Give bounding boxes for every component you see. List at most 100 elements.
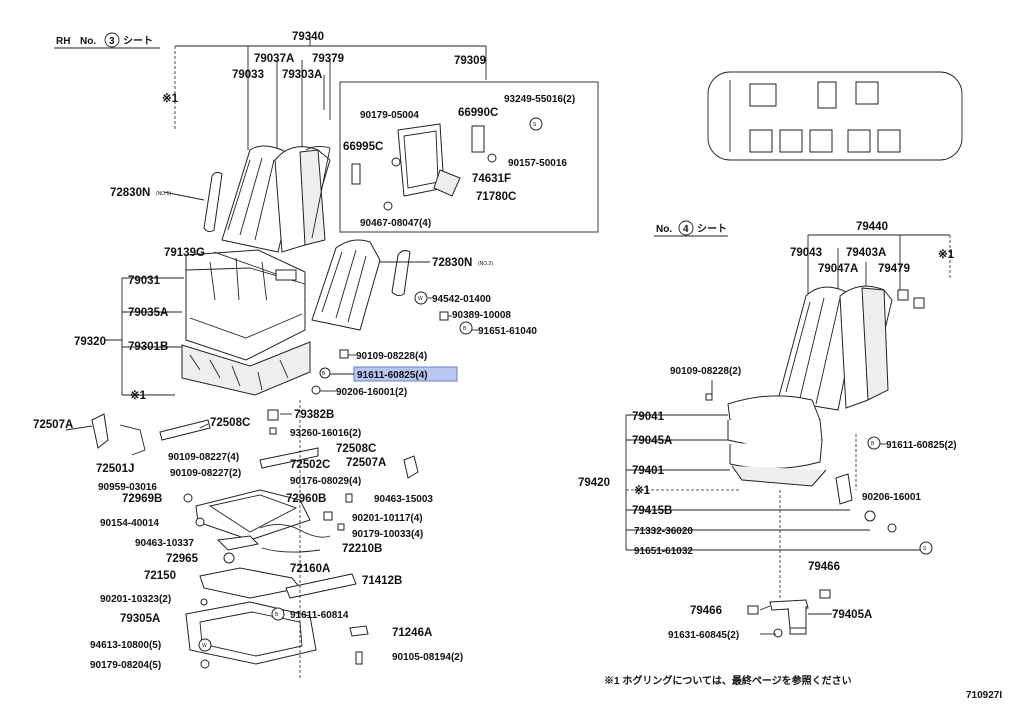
page-code: 710927I (966, 690, 1002, 701)
connector-lines (65, 191, 886, 680)
svg-text:B: B (871, 441, 875, 447)
part-79139g (275, 269, 297, 281)
label-72210b: 72210B (342, 543, 382, 555)
footnote: ※1 ホグリングについては、最終ページを参照ください (604, 674, 852, 687)
label-79466: 79466 (690, 605, 722, 617)
no-label: No. (80, 36, 96, 47)
label-90959: 90959-03016 (98, 482, 157, 493)
seat-back-right (311, 239, 381, 331)
label-91651-61040: 91651-61040 (478, 326, 537, 337)
label-79401: 79401 (632, 465, 665, 477)
label-90179-08204: 90179-08204(5) (90, 660, 161, 671)
seat-4-assembly: B S (705, 234, 951, 555)
seat4-number: 4 (683, 224, 689, 235)
label-79309: 79309 (454, 55, 486, 67)
seat-back-79033 (221, 145, 331, 253)
header-seat-4: No. 4 シート (654, 220, 728, 237)
label-72507a2: 72507A (346, 457, 386, 469)
label-93260: 93260-16016(2) (290, 428, 361, 439)
label-79466-top: 79466 (808, 561, 840, 573)
label-79139g: 79139G (164, 247, 205, 259)
header-seat-3: RH No. 3 シート (54, 32, 160, 49)
svg-text:B: B (275, 612, 279, 618)
label-72508c2: 72508C (336, 443, 376, 455)
label-72502c: 72502C (290, 459, 330, 471)
armrest-72830n-2 (391, 250, 411, 297)
seat-number-circle (104, 32, 120, 48)
label-90206-16001-2: 90206-16001(2) (336, 387, 407, 398)
seat-cushion-79031 (181, 249, 311, 396)
label-72507a: 72507A (33, 419, 73, 431)
label-79037a: 79037A (254, 53, 294, 65)
label-79382b: 79382B (294, 409, 334, 421)
label-90109-08228-2: 90109-08228(2) (670, 366, 741, 377)
label-90201-10323: 90201-10323(2) (100, 594, 171, 605)
label-79031: 79031 (128, 275, 161, 287)
vehicle-layout (707, 71, 963, 161)
armrest-72830n (203, 171, 223, 233)
label-91611-60825-2: 91611-60825(2) (886, 440, 957, 451)
label-90179-10033: 90179-10033(4) (352, 529, 423, 540)
part-79405a (747, 589, 831, 638)
callout-labels: 79340 79037A 79379 79309 79033 79303A ※1… (33, 31, 1002, 701)
no4-label: No. (656, 224, 672, 235)
label-74631f: 74631F (472, 173, 511, 185)
seat-label: シート (123, 35, 153, 47)
label-79320: 79320 (74, 336, 106, 348)
svg-text:S: S (923, 546, 927, 552)
label-71246a: 71246A (392, 627, 432, 639)
label-79379: 79379 (312, 53, 344, 65)
label-72501j: 72501J (96, 463, 134, 475)
label-star1b: ※1 (130, 389, 147, 402)
label-66990c: 66990C (458, 107, 498, 119)
left-leader-lines (104, 75, 325, 396)
label-72969b: 72969B (122, 493, 162, 505)
svg-text:W: W (418, 296, 423, 302)
label-79479: 79479 (878, 263, 910, 275)
label-79041: 79041 (632, 411, 665, 423)
seat-4-leader-lines (625, 414, 920, 600)
label-90179-05004: 90179-05004 (360, 110, 419, 121)
label-90201-10117: 90201-10117(4) (352, 513, 423, 524)
label-star1d: ※1 (634, 484, 651, 497)
top-leader-lines (174, 34, 487, 150)
label-90109-08227-2: 90109-08227(2) (170, 468, 241, 479)
label-94542: 94542-01400 (432, 294, 491, 305)
label-90467: 90467-08047(4) (360, 218, 431, 229)
inset-box-79309: S (339, 81, 599, 233)
svg-text:S: S (533, 122, 537, 128)
label-79405a: 79405A (832, 609, 872, 621)
svg-text:W: W (202, 643, 207, 649)
label-72508c: 72508C (210, 417, 250, 429)
label-79420: 79420 (578, 477, 610, 489)
label-star1a: ※1 (162, 92, 179, 105)
label-79415b: 79415B (632, 505, 672, 517)
label-90157: 90157-50016 (508, 158, 567, 169)
label-72830n2: 72830N (432, 257, 472, 269)
label-72830n2-sub: (NO.2) (478, 261, 493, 267)
label-79035a: 79035A (128, 307, 168, 319)
label-79047a: 79047A (818, 263, 858, 275)
svg-text:B: B (463, 326, 467, 332)
svg-text:B: B (322, 371, 326, 377)
label-90463-15003: 90463-15003 (374, 494, 433, 505)
label-79043: 79043 (790, 247, 822, 259)
label-91611-60814: 91611-60814 (290, 610, 349, 621)
label-79440: 79440 (856, 221, 888, 233)
label-79340: 79340 (292, 31, 324, 43)
label-90176: 90176-08029(4) (290, 476, 361, 487)
seat-track-mechanism: W (91, 409, 419, 669)
label-91611-60825-highlight[interactable]: 91611-60825(4) (357, 370, 428, 381)
label-72830n: 72830N (110, 187, 150, 199)
label-91631: 91631-60845(2) (668, 630, 739, 641)
label-91651-61032: 91651-61032 (634, 546, 693, 557)
label-90463-10337: 90463-10337 (135, 538, 194, 549)
label-90154: 90154-40014 (100, 518, 159, 529)
label-90109-08227-4: 90109-08227(4) (168, 452, 239, 463)
label-94613: 94613-10800(5) (90, 640, 161, 651)
label-93249: 93249-55016(2) (504, 94, 575, 105)
fasteners-mid: W B B (311, 291, 473, 395)
label-72965: 72965 (166, 553, 199, 565)
